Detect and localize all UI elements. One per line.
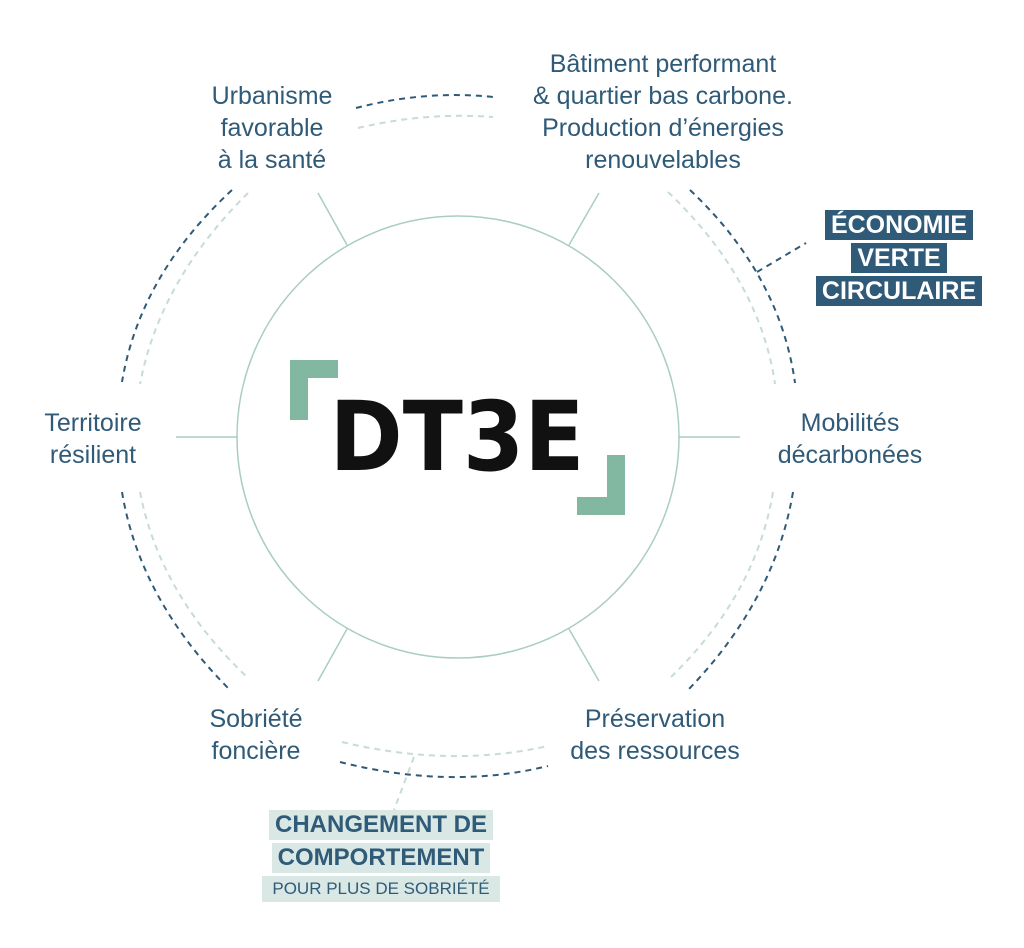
node-sobriete: Sobriété foncière <box>186 703 326 767</box>
arc-topleft-light <box>139 192 249 385</box>
node-preservation-line-2: des ressources <box>570 737 740 765</box>
changement-callout: CHANGEMENT DE COMPORTEMENT POUR PLUS DE … <box>236 810 526 902</box>
connector-economie <box>756 242 807 273</box>
connector-changement <box>393 756 415 811</box>
arc-bottom-dark <box>339 761 549 779</box>
node-batiment-line-4: renouvelables <box>585 146 741 174</box>
node-territoire: Territoire résilient <box>18 407 168 471</box>
spoke-batiment <box>568 192 600 246</box>
logo-brackets <box>290 360 625 515</box>
node-mobilites-line-1: Mobilités <box>800 409 900 437</box>
node-batiment-line-2: & quartier bas carbone. <box>533 82 793 110</box>
node-sobriete-line-1: Sobriété <box>209 705 303 733</box>
node-mobilites-line-2: décarbonées <box>777 441 923 469</box>
node-urbanisme-line-1: Urbanisme <box>211 82 333 110</box>
arc-bottomright-dark <box>687 491 794 691</box>
spoke-urbanisme <box>317 192 348 246</box>
arc-bottom-light <box>341 741 549 758</box>
node-urbanisme-line-3: à la santé <box>217 146 327 174</box>
node-urbanisme: Urbanisme favorable à la santé <box>182 80 362 176</box>
node-sobriete-line-2: foncière <box>211 737 301 765</box>
changement-subtitle: POUR PLUS DE SOBRIÉTÉ <box>262 876 500 902</box>
logo-text: DT3E <box>330 381 585 493</box>
node-batiment-line-3: Production d’énergies <box>542 114 784 142</box>
node-urbanisme-line-2: favorable <box>220 114 324 142</box>
spoke-sobriete <box>317 628 348 682</box>
arc-topright-light <box>667 191 776 385</box>
arc-topright-dark <box>689 189 796 384</box>
changement-line-2: COMPORTEMENT <box>271 843 491 873</box>
node-mobilites: Mobilités décarbonées <box>760 407 940 471</box>
inner-dashed-arcs <box>139 114 776 811</box>
node-batiment-line-1: Bâtiment performant <box>549 50 777 78</box>
economie-line-1: ÉCONOMIE <box>824 210 974 240</box>
changement-line-1: CHANGEMENT DE <box>268 810 493 840</box>
node-batiment: Bâtiment performant & quartier bas carbo… <box>498 48 828 176</box>
arc-top-light <box>357 114 494 129</box>
arc-bottomleft-light <box>139 491 249 679</box>
arc-top-dark <box>355 94 494 109</box>
node-preservation: Préservation des ressources <box>545 703 765 767</box>
economie-callout: ÉCONOMIE VERTE CIRCULAIRE <box>806 210 992 309</box>
spoke-preservation <box>568 628 600 682</box>
arc-bottomright-light <box>669 491 774 679</box>
logo-bracket-bottomright <box>577 455 625 515</box>
node-preservation-line-1: Préservation <box>584 705 726 733</box>
arc-topleft-dark <box>121 189 233 383</box>
node-territoire-line-1: Territoire <box>44 409 142 437</box>
arc-bottomleft-dark <box>121 491 231 691</box>
logo-bracket-topleft <box>290 360 338 420</box>
economie-line-2: VERTE <box>851 243 947 273</box>
spokes <box>176 192 740 682</box>
economie-line-3: CIRCULAIRE <box>815 276 983 306</box>
node-territoire-line-2: résilient <box>49 441 137 469</box>
outer-dashed-arcs <box>121 94 807 779</box>
